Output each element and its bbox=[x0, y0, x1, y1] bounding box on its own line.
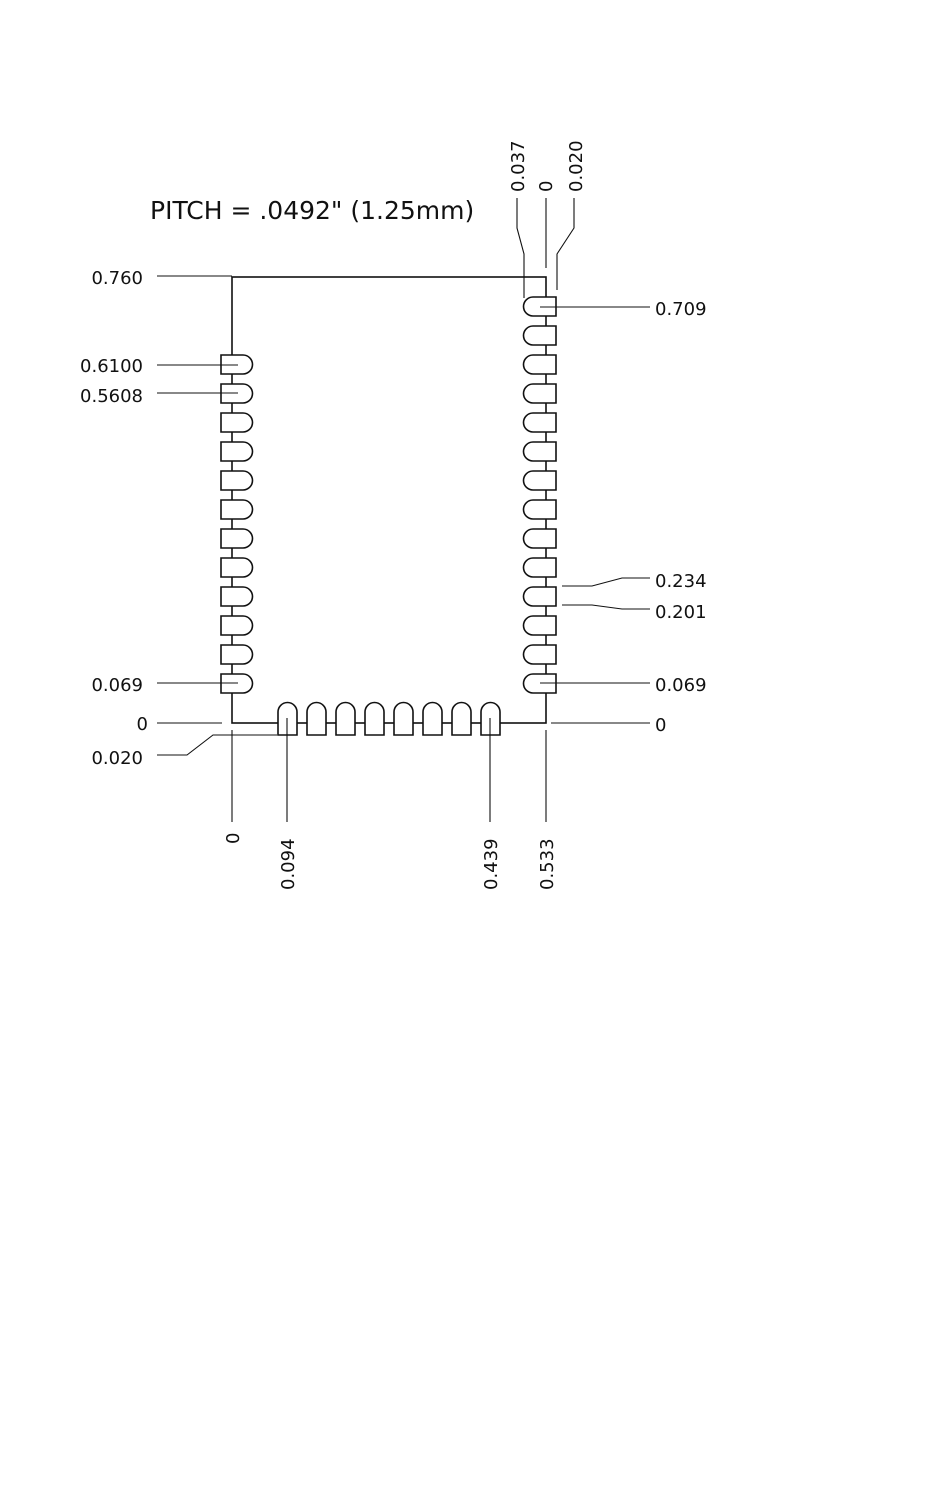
leader-right-0234 bbox=[562, 578, 650, 586]
right-pad bbox=[524, 471, 557, 490]
right-pad bbox=[524, 442, 557, 461]
bottom-pad bbox=[423, 703, 442, 735]
right-pad bbox=[524, 616, 557, 635]
right-pad bbox=[524, 384, 557, 403]
left-pad bbox=[221, 645, 253, 664]
right-pad bbox=[524, 587, 557, 606]
label-bottom-0439: 0.439 bbox=[481, 838, 502, 890]
right-pad bbox=[524, 529, 557, 548]
left-pad bbox=[221, 500, 253, 519]
right-pad bbox=[524, 413, 557, 432]
left-pad bbox=[221, 616, 253, 635]
leader-right-0201 bbox=[562, 605, 650, 609]
label-left-05608: 0.5608 bbox=[80, 386, 143, 407]
label-left-0069: 0.069 bbox=[91, 675, 143, 696]
label-bottom-0: 0 bbox=[223, 833, 244, 844]
left-pad bbox=[221, 587, 253, 606]
bottom-pad bbox=[365, 703, 384, 735]
label-right-0: 0 bbox=[655, 715, 666, 736]
right-pad bbox=[524, 326, 557, 345]
left-pad bbox=[221, 471, 253, 490]
pitch-title: PITCH = .0492" (1.25mm) bbox=[150, 196, 474, 225]
right-pad bbox=[524, 558, 557, 577]
board-outline bbox=[232, 277, 546, 723]
left-pad-column bbox=[221, 355, 253, 693]
left-pad bbox=[221, 529, 253, 548]
label-right-0069: 0.069 bbox=[655, 675, 707, 696]
label-right-0201: 0.201 bbox=[655, 602, 707, 623]
label-top-0037: 0.037 bbox=[508, 140, 529, 192]
leader-top-0037 bbox=[517, 198, 524, 298]
left-pad bbox=[221, 413, 253, 432]
bottom-pad bbox=[394, 703, 413, 735]
bottom-pad bbox=[452, 703, 471, 735]
label-left-0760: 0.760 bbox=[91, 268, 143, 289]
label-bottom-0094: 0.094 bbox=[278, 838, 299, 890]
right-pad bbox=[524, 500, 557, 519]
label-left-0020: 0.020 bbox=[91, 748, 143, 769]
label-top-0020: 0.020 bbox=[566, 140, 587, 192]
label-top-0: 0 bbox=[536, 181, 557, 192]
label-left-0: 0 bbox=[137, 714, 148, 735]
leader-left-0020 bbox=[157, 735, 277, 755]
left-pad bbox=[221, 442, 253, 461]
leader-top-0020 bbox=[557, 198, 574, 290]
label-right-0709: 0.709 bbox=[655, 299, 707, 320]
bottom-pad bbox=[336, 703, 355, 735]
label-bottom-0533: 0.533 bbox=[537, 838, 558, 890]
label-right-0234: 0.234 bbox=[655, 571, 707, 592]
right-pad-column bbox=[524, 297, 557, 693]
right-pad bbox=[524, 355, 557, 374]
label-left-06100: 0.6100 bbox=[80, 356, 143, 377]
bottom-pad bbox=[307, 703, 326, 735]
right-pad bbox=[524, 645, 557, 664]
left-pad bbox=[221, 558, 253, 577]
bottom-pad-row bbox=[278, 703, 500, 735]
